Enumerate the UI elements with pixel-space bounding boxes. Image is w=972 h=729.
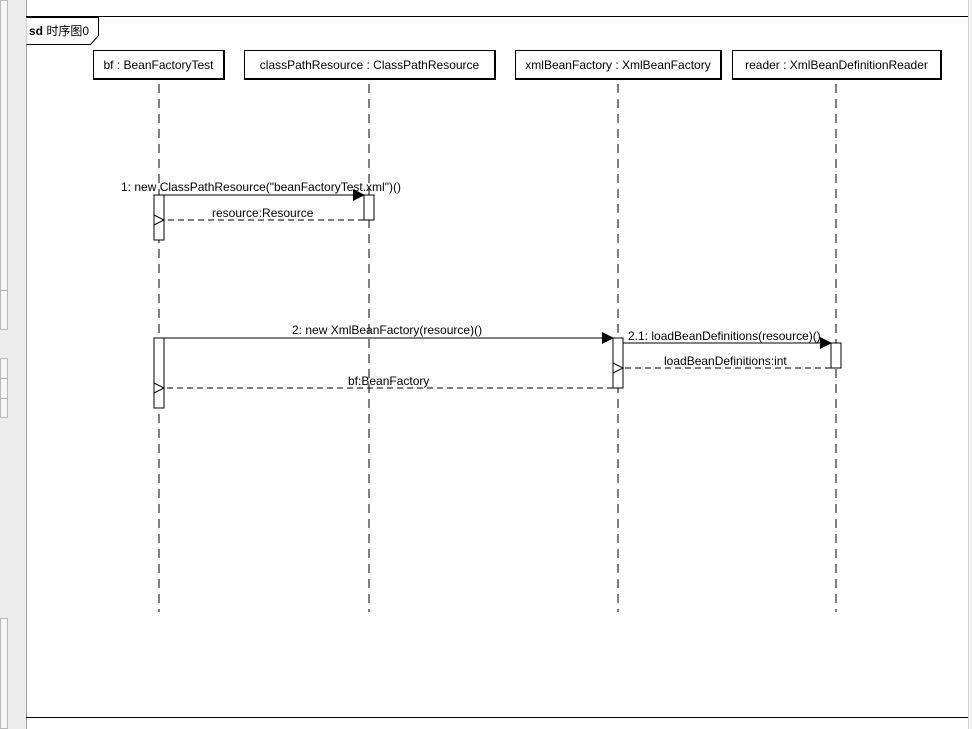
lifeline-head-class-path-resource[interactable]: classPathResource : ClassPathResource <box>244 50 496 80</box>
message-label-1[interactable]: 1: new ClassPathResource("beanFactoryTes… <box>121 180 401 194</box>
left-panel-strip <box>0 0 27 729</box>
right-scroll-edge[interactable] <box>968 0 972 729</box>
return-label-load-bean-definitions[interactable]: loadBeanDefinitions:int <box>664 354 787 368</box>
activation-xml-bean-factory <box>612 337 624 389</box>
left-panel-divider <box>0 398 8 399</box>
frame-tab-outline <box>26 17 99 45</box>
message-label-2[interactable]: 2: new XmlBeanFactory(resource)() <box>292 323 483 337</box>
left-panel-divider <box>0 378 8 379</box>
lifeline-head-bf[interactable]: bf : BeanFactoryTest <box>93 50 225 80</box>
return-label-bean-factory[interactable]: bf:BeanFactory <box>348 374 430 388</box>
left-panel-middle <box>0 358 8 418</box>
frame-keyword: sd <box>29 24 44 38</box>
frame-title: sd 时序图0 <box>29 23 89 39</box>
left-panel-upper <box>0 0 8 330</box>
frame-name: 时序图0 <box>46 24 90 38</box>
activation-bf-2 <box>153 337 165 409</box>
diagram-frame-bottom-border <box>26 717 972 718</box>
lifeline-head-reader[interactable]: reader : XmlBeanDefinitionReader <box>732 50 942 80</box>
diagram-frame-top-border <box>26 16 972 17</box>
return-label-resource[interactable]: resource:Resource <box>212 206 314 220</box>
activation-class-path-resource <box>363 194 375 221</box>
lifeline-head-xml-bean-factory[interactable]: xmlBeanFactory : XmlBeanFactory <box>515 50 722 80</box>
message-label-2-1[interactable]: 2.1: loadBeanDefinitions(resource)() <box>628 329 821 343</box>
frame-tab <box>26 17 99 45</box>
activation-reader <box>830 342 842 369</box>
activation-bf-1 <box>153 194 165 241</box>
left-panel-divider <box>0 290 8 291</box>
